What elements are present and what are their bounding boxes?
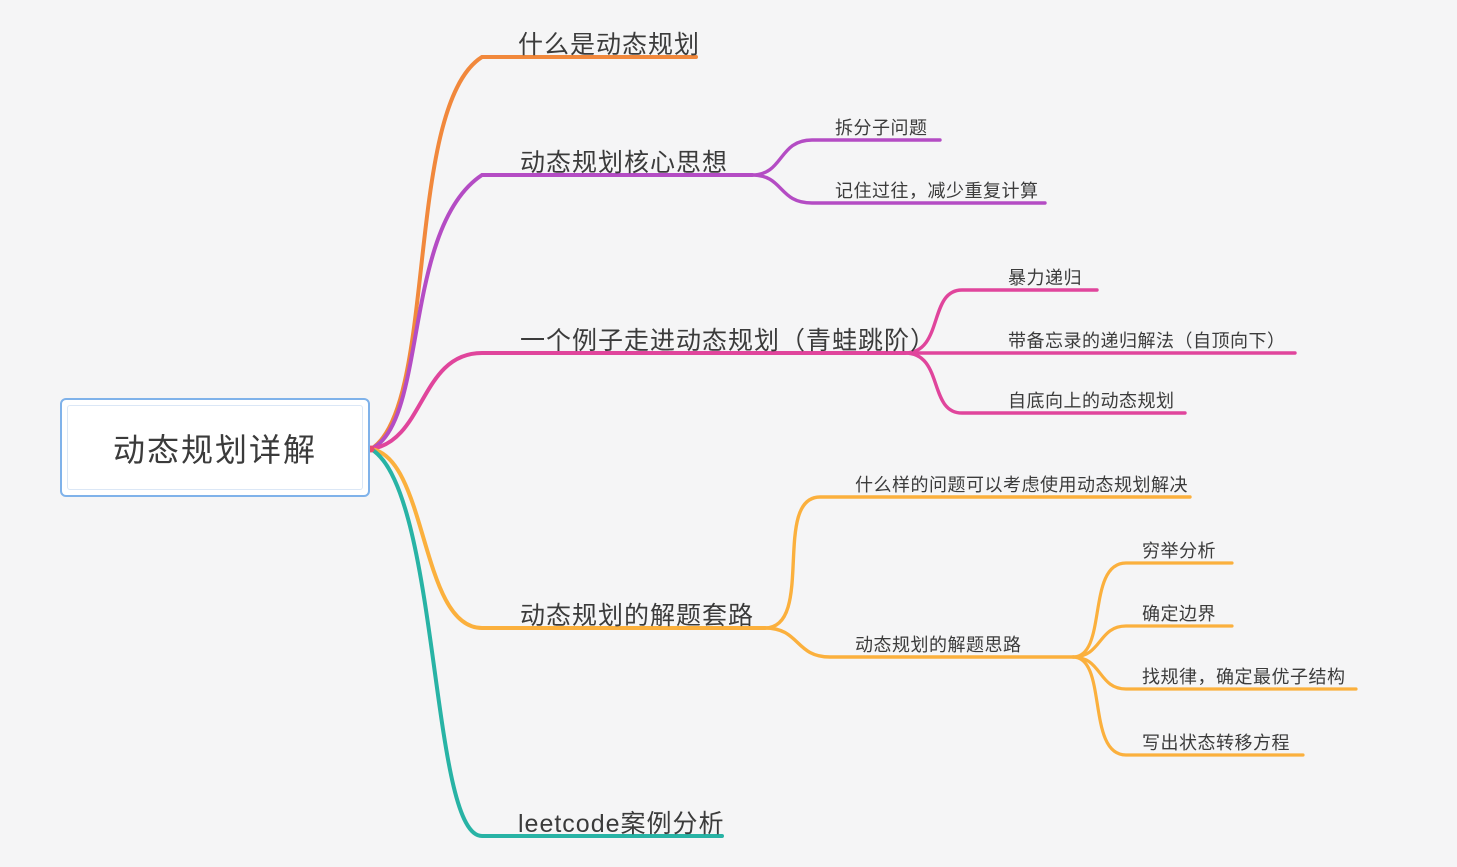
node-solving-approach[interactable]: 动态规划的解题思路 <box>855 635 1022 655</box>
branch-line-determine-boundary <box>1071 624 1234 659</box>
node-core-idea[interactable]: 动态规划核心思想 <box>520 149 729 177</box>
root-node-inner: 动态规划详解 <box>67 405 363 490</box>
node-find-pattern-optimal-substructure[interactable]: 找规律，确定最优子结构 <box>1142 667 1346 687</box>
branch-line-split-subproblems <box>750 138 942 177</box>
node-state-transition-equation[interactable]: 写出状态转移方程 <box>1142 733 1290 753</box>
node-split-subproblems[interactable]: 拆分子问题 <box>835 118 928 138</box>
root-label: 动态规划详解 <box>112 431 317 468</box>
branch-line-solving-approach <box>763 626 1075 659</box>
branch-line-state-transition <box>1071 655 1305 757</box>
node-which-problems-dp[interactable]: 什么样的问题可以考虑使用动态规划解决 <box>855 475 1188 495</box>
node-memo-recursion-top-down[interactable]: 带备忘录的递归解法（自顶向下） <box>1008 331 1286 351</box>
node-determine-boundary[interactable]: 确定边界 <box>1142 604 1216 624</box>
node-what-is-dp[interactable]: 什么是动态规划 <box>518 31 701 59</box>
node-brute-force-recursion[interactable]: 暴力递归 <box>1008 268 1082 288</box>
branch-line-bottom-up <box>903 351 1187 415</box>
branch-line-brute-force <box>903 288 1099 355</box>
branch-line-solving-pattern <box>369 447 767 630</box>
root-node[interactable]: 动态规划详解 <box>60 398 370 497</box>
branch-line-which-problems <box>763 495 1192 630</box>
branch-line-example-frog <box>369 351 907 451</box>
node-exhaustive-analysis[interactable]: 穷举分析 <box>1142 541 1216 561</box>
branch-line-core-idea <box>369 173 754 451</box>
branch-line-leetcode-cases <box>369 447 724 838</box>
node-example-frog[interactable]: 一个例子走进动态规划（青蛙跳阶） <box>520 327 937 355</box>
branch-line-what-is-dp <box>369 55 698 451</box>
node-bottom-up-dp[interactable]: 自底向上的动态规划 <box>1008 391 1175 411</box>
branch-line-remember-past <box>750 173 1047 205</box>
node-leetcode-cases[interactable]: leetcode案例分析 <box>518 810 725 838</box>
node-remember-past[interactable]: 记住过往，减少重复计算 <box>835 181 1039 201</box>
branch-line-exhaustive-analysis <box>1071 561 1234 659</box>
node-solving-pattern[interactable]: 动态规划的解题套路 <box>520 602 755 630</box>
